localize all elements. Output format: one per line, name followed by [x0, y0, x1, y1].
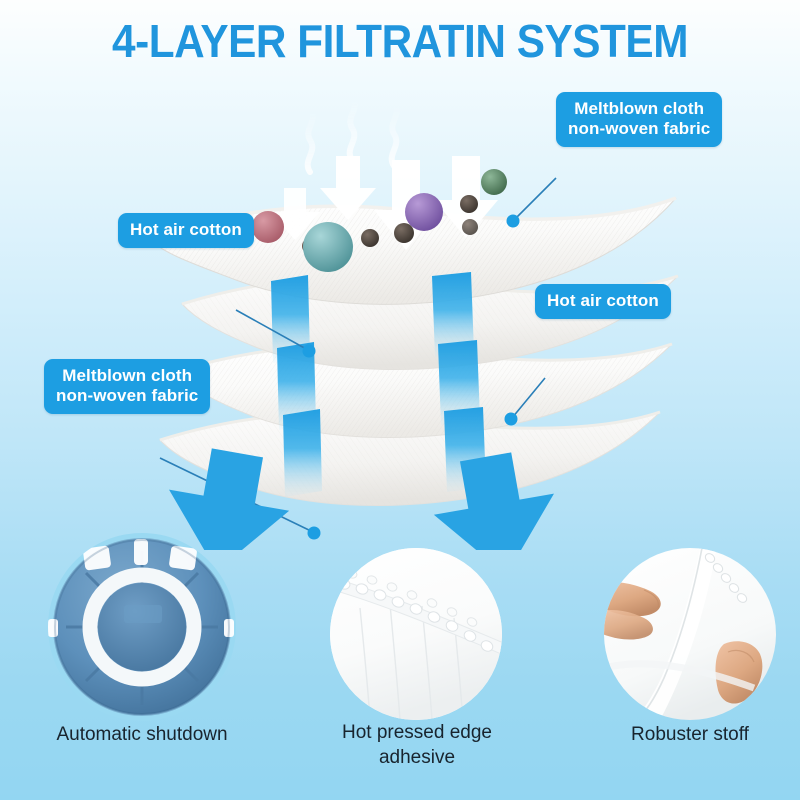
- device-ring: [82, 567, 202, 687]
- feature-photo-automatic-shutdown: [48, 533, 236, 721]
- germ-particles: [252, 169, 507, 272]
- callout-meltblown-cloth-top[interactable]: Meltblown cloth non-woven fabric: [556, 92, 723, 147]
- germ-dark-c: [460, 195, 478, 213]
- layer-stack-illustration: [0, 60, 800, 550]
- page-title: 4-LAYER FILTRATIN SYSTEM: [111, 15, 688, 67]
- leader-hotair-right: [511, 377, 546, 419]
- mask-edge-band: [330, 576, 502, 655]
- germ-dark-d: [462, 219, 478, 235]
- germ-pink: [252, 211, 284, 243]
- germ-teal: [303, 222, 353, 272]
- germ-dark-b: [394, 223, 414, 243]
- caption-robuster-stoff: Robuster stoff: [631, 724, 749, 745]
- device-highlights: [48, 539, 234, 637]
- fabric-fold: [634, 548, 716, 720]
- leader-hotair-left: [235, 309, 309, 351]
- outflow-arrow-right: [433, 452, 554, 550]
- leader-dots: [302, 214, 520, 540]
- feature-photo-robuster-stoff: [604, 548, 776, 720]
- callout-meltblown-cloth-left[interactable]: Meltblown cloth non-woven fabric: [44, 359, 211, 414]
- leader-meltblown-top: [513, 177, 557, 221]
- caption-hot-pressed-edge: Hot pressed edge adhesive: [342, 722, 492, 768]
- callout-hot-air-cotton-right[interactable]: Hot air cotton: [535, 284, 671, 319]
- germ-purple: [405, 193, 443, 231]
- edge-weld-dots: [337, 578, 494, 652]
- left-finger: [604, 582, 661, 640]
- seam-dots: [704, 553, 748, 603]
- callout-hot-air-cotton-left[interactable]: Hot air cotton: [118, 213, 254, 248]
- outflow-arrow-left: [169, 448, 290, 550]
- germ-green: [481, 169, 507, 195]
- airflow-bars: [271, 272, 486, 497]
- caption-automatic-shutdown: Automatic shutdown: [56, 724, 228, 745]
- feature-photo-hot-pressed-edge: [330, 548, 502, 720]
- germ-dark-a: [361, 229, 379, 247]
- blue-outflow-arrows: [169, 448, 554, 550]
- right-finger: [715, 641, 763, 704]
- steam-wisps: [304, 97, 400, 175]
